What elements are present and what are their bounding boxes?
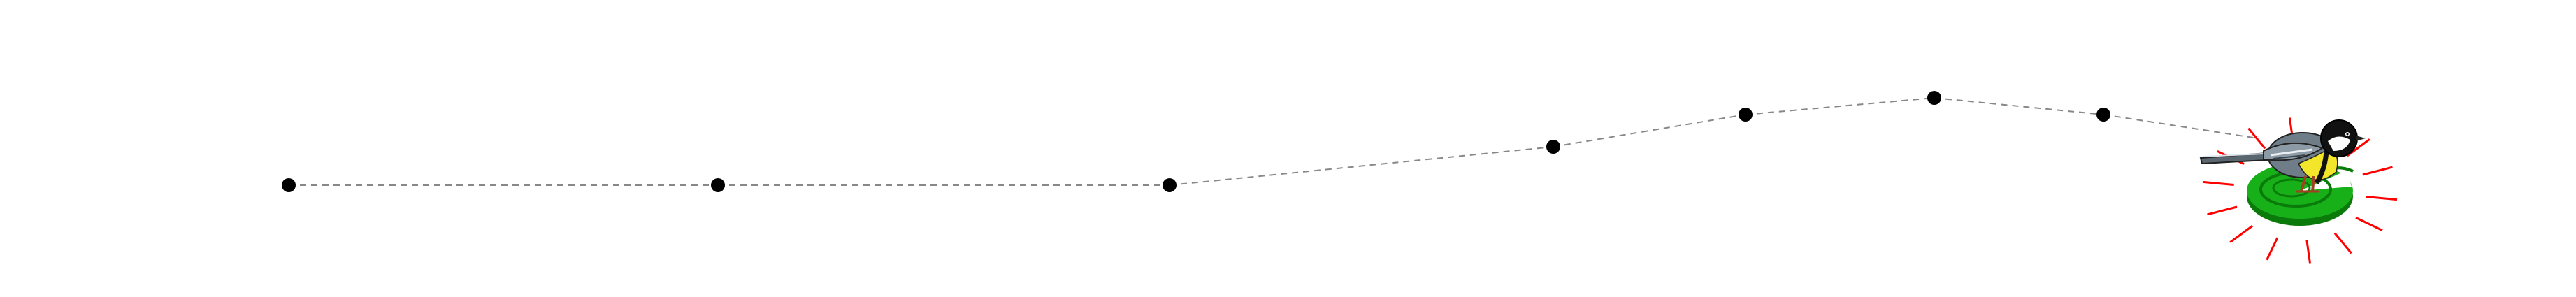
waypoint-dot[interactable] <box>282 178 296 192</box>
trail <box>289 97 2259 186</box>
great-tit-bird-icon[interactable] <box>2199 119 2366 193</box>
waypoint-dot[interactable] <box>1739 108 1753 122</box>
burst-ray <box>2366 196 2398 201</box>
trail-segment <box>1934 97 2104 115</box>
burst-ray <box>2247 127 2266 150</box>
burst-ray <box>2305 240 2312 264</box>
burst-ray <box>2346 138 2370 157</box>
burst-ray <box>2266 237 2279 261</box>
burst-ray <box>2202 180 2234 186</box>
waypoint-dot[interactable] <box>711 178 725 192</box>
trail-segment <box>1169 146 1554 186</box>
waypoint-dot[interactable] <box>2096 108 2110 122</box>
waypoint-dot[interactable] <box>1546 140 1560 154</box>
trail-segment <box>1553 114 1746 147</box>
burst-ray <box>2207 205 2238 216</box>
burst-ray <box>2333 232 2352 254</box>
burst-ray <box>2362 166 2393 176</box>
trail-segment <box>2103 114 2259 139</box>
waypoint-dot[interactable] <box>1163 178 1177 192</box>
burst-ray <box>2229 224 2254 243</box>
waypoint-dot[interactable] <box>1927 91 1941 105</box>
trail-segment <box>1745 97 1935 115</box>
waypoints <box>282 91 2110 192</box>
burst-ray <box>2355 217 2383 231</box>
